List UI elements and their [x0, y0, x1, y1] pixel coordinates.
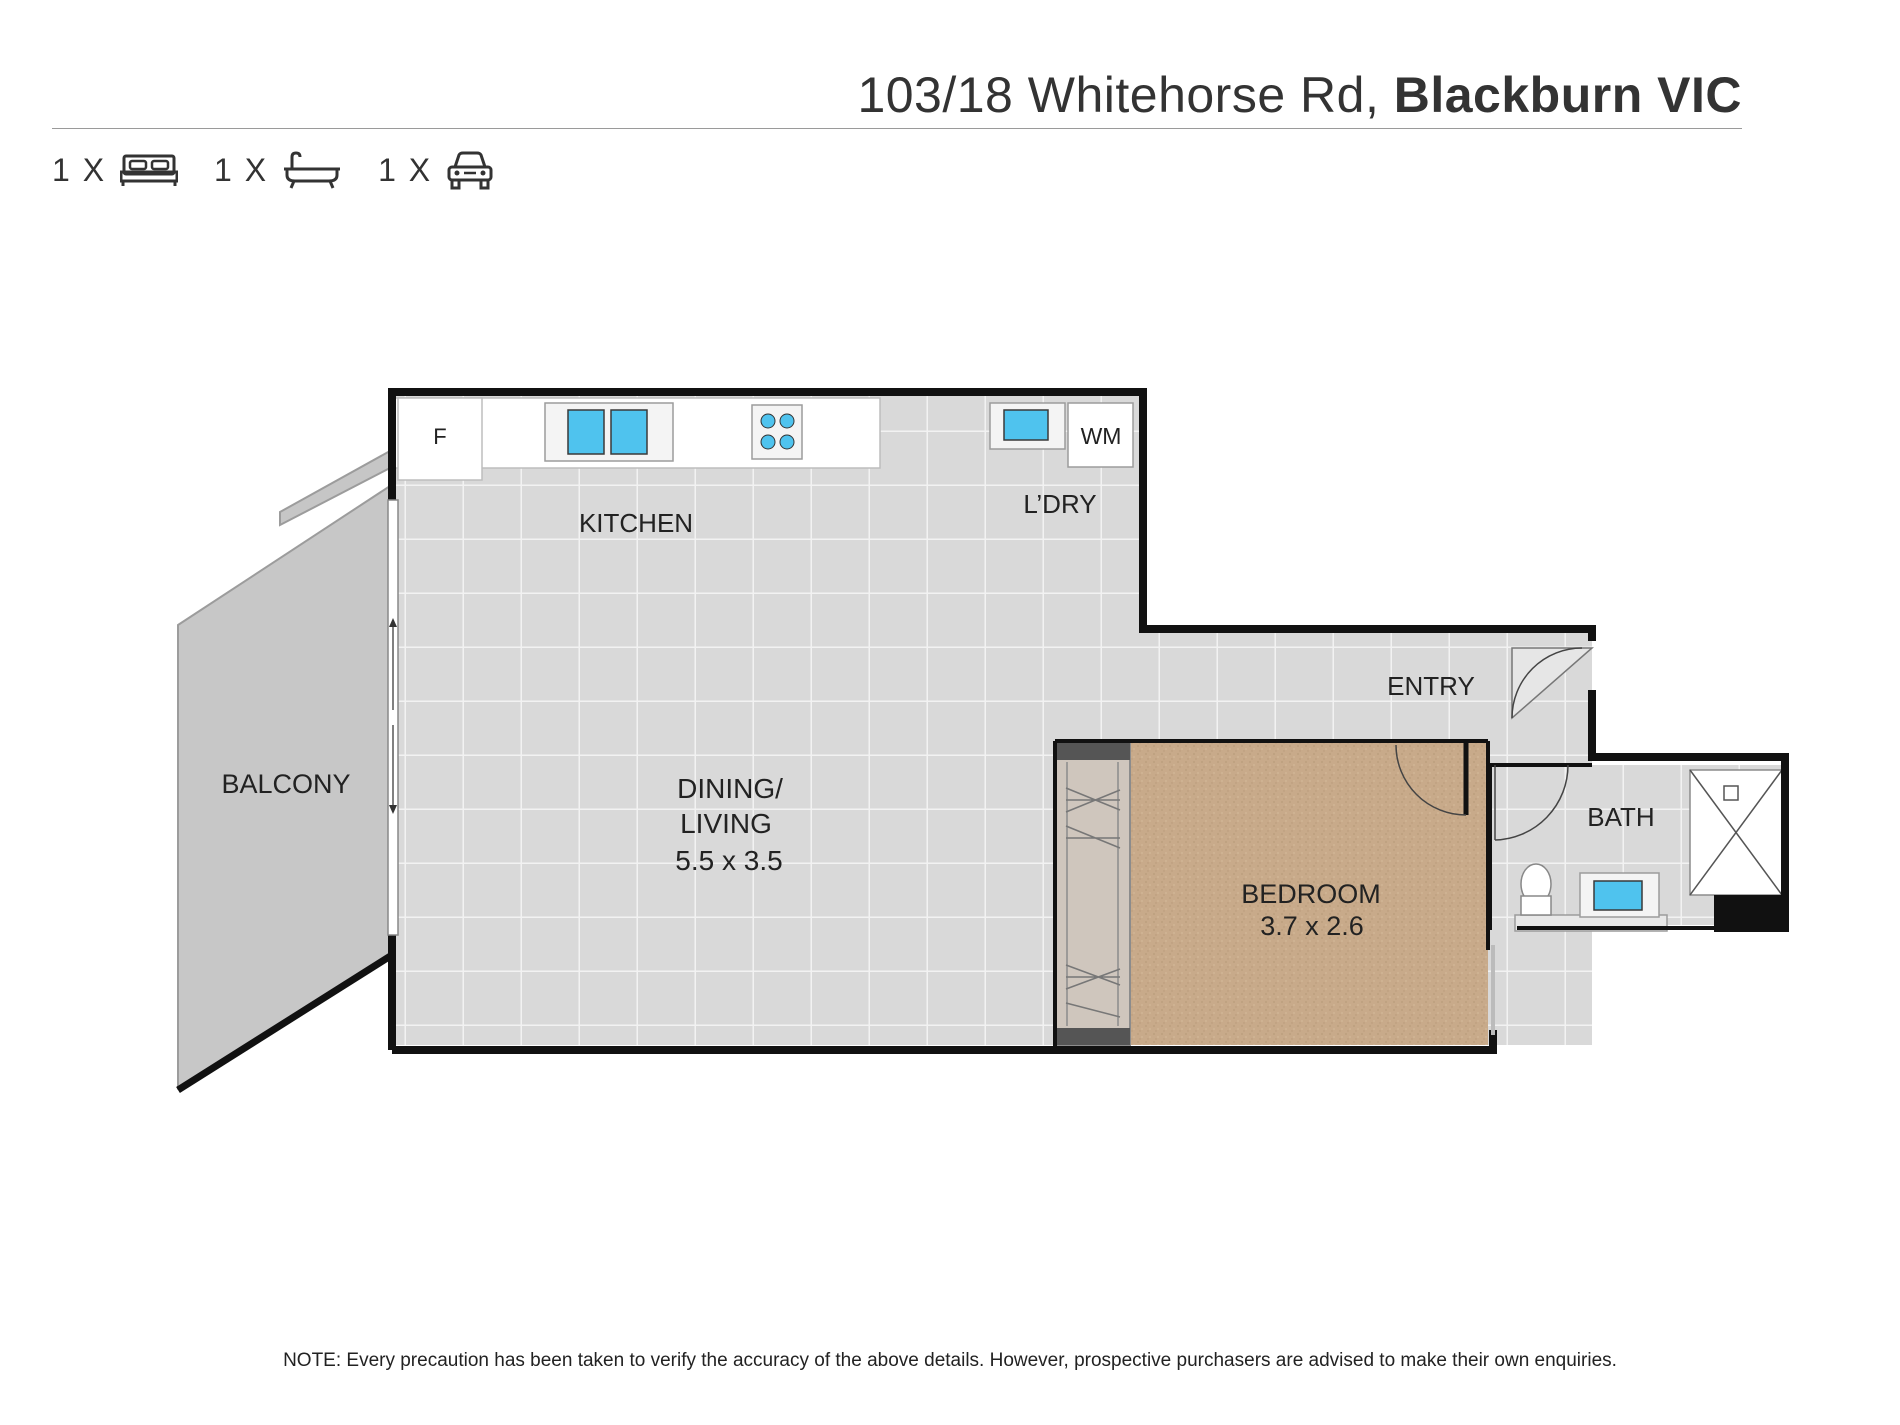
- door-swings: [1395, 647, 1594, 841]
- feature-summary: 1 X 1 X 1 X: [52, 145, 530, 195]
- bath-icon: [284, 151, 341, 189]
- toilet: [1520, 863, 1552, 916]
- entry-label: ENTRY: [1387, 671, 1475, 701]
- property-suburb: Blackburn VIC: [1393, 67, 1742, 123]
- balcony-sliding-door: [387, 499, 399, 936]
- bedroom-carpet: [1130, 742, 1488, 1045]
- kitchen-label: KITCHEN: [579, 508, 693, 538]
- bedroom-label: BEDROOM: [1241, 879, 1381, 909]
- car-icon: [447, 151, 493, 190]
- carpark-count-label: 1 X: [378, 151, 433, 188]
- fridge: [397, 397, 483, 481]
- washing-machine: [1067, 402, 1134, 468]
- bedroom-count-label: 1 X: [52, 151, 107, 188]
- header: 103/18 Whitehorse Rd, Blackburn VIC: [52, 60, 1742, 129]
- bedroom-count: 1 X: [52, 151, 179, 189]
- bath-label: BATH: [1587, 802, 1654, 832]
- washing-machine-label: WM: [1081, 423, 1122, 449]
- bed-icon: [120, 154, 179, 186]
- dining-label-line2: LIVING: [680, 808, 772, 839]
- dining-label-line1: DINING/: [677, 773, 783, 804]
- dining-size: 5.5 x 3.5: [675, 845, 782, 876]
- cooktop: [751, 404, 803, 460]
- kitchen-sink: [544, 402, 674, 462]
- bathroom-count: 1 X: [214, 151, 342, 189]
- carpark-count: 1 X: [378, 150, 494, 190]
- fridge-label: F: [433, 424, 446, 449]
- property-title: 103/18 Whitehorse Rd, Blackburn VIC: [857, 66, 1742, 124]
- laundry-label: L’DRY: [1023, 489, 1096, 519]
- wardrobe: [1054, 741, 1131, 1046]
- bathroom-count-label: 1 X: [214, 151, 269, 188]
- balcony: BALCONY: [176, 449, 394, 1093]
- property-address: 103/18 Whitehorse Rd,: [857, 67, 1380, 123]
- disclaimer-note: NOTE: Every precaution has been taken to…: [283, 1350, 1617, 1371]
- kitchen-bench: F: [394, 397, 881, 481]
- laundry-fixtures: WM: [989, 402, 1134, 468]
- balcony-label: BALCONY: [221, 769, 350, 799]
- bedroom-size: 3.7 x 2.6: [1260, 911, 1364, 941]
